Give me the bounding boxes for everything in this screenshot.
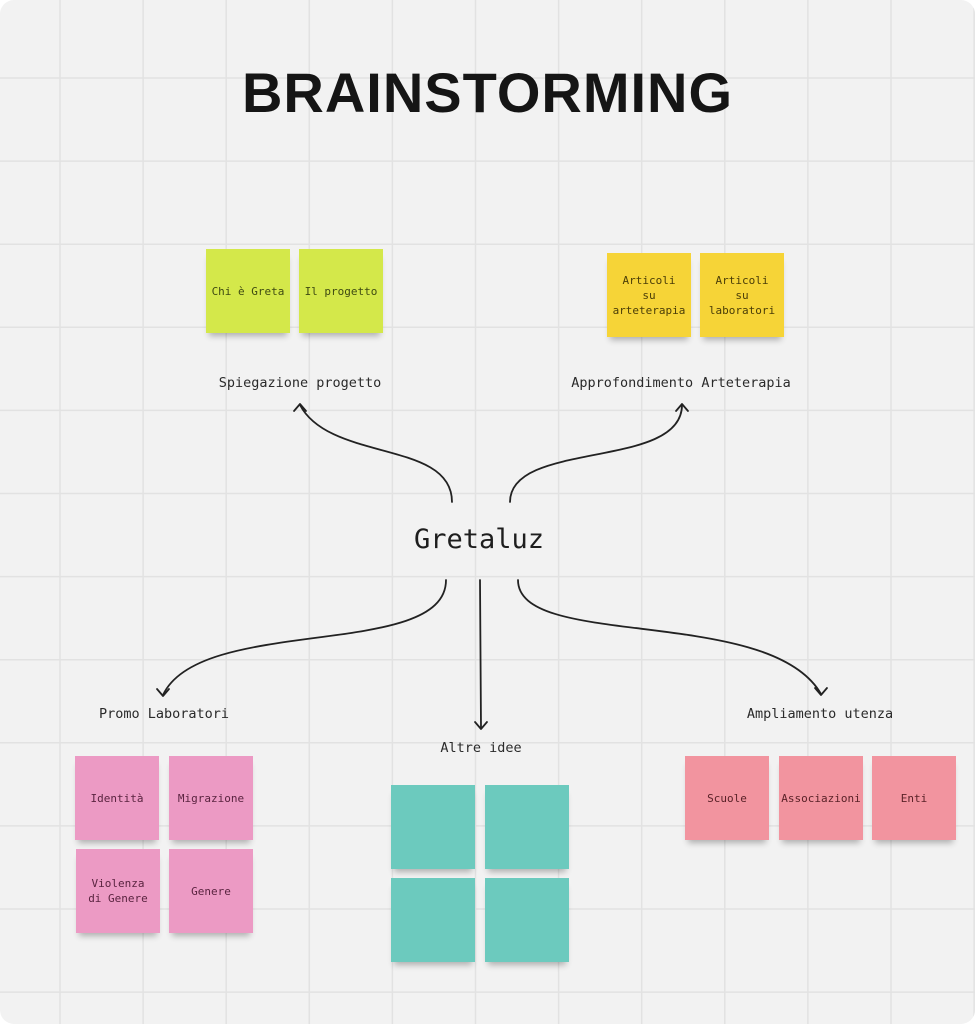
sticky-note[interactable]: Associazioni (779, 756, 863, 840)
sticky-note[interactable]: Genere (169, 849, 253, 933)
sticky-note[interactable]: Violenza di Genere (76, 849, 160, 933)
sticky-note[interactable]: Il progetto (299, 249, 383, 333)
sticky-note[interactable]: Scuole (685, 756, 769, 840)
sticky-note[interactable] (485, 878, 569, 962)
sticky-note[interactable]: Articoli su laboratori (700, 253, 784, 337)
branch-label-arteterapia: Approfondimento Arteterapia (571, 375, 791, 391)
branch-label-promo: Promo Laboratori (98, 706, 230, 722)
central-node[interactable]: Gretaluz (413, 524, 545, 555)
sticky-note[interactable]: Articoli su arteterapia (607, 253, 691, 337)
sticky-note[interactable]: Migrazione (169, 756, 253, 840)
sticky-note[interactable]: Chi è Greta (206, 249, 290, 333)
sticky-note[interactable] (391, 785, 475, 869)
branch-label-ampliamento: Ampliamento utenza (746, 706, 894, 722)
sticky-note[interactable]: Identità (75, 756, 159, 840)
board-title: BRAINSTORMING (241, 61, 734, 124)
sticky-note[interactable] (391, 878, 475, 962)
sticky-note[interactable]: Enti (872, 756, 956, 840)
branch-label-altre: Altre idee (440, 740, 522, 756)
sticky-note[interactable] (485, 785, 569, 869)
branch-label-spiegazione: Spiegazione progetto (218, 375, 382, 391)
